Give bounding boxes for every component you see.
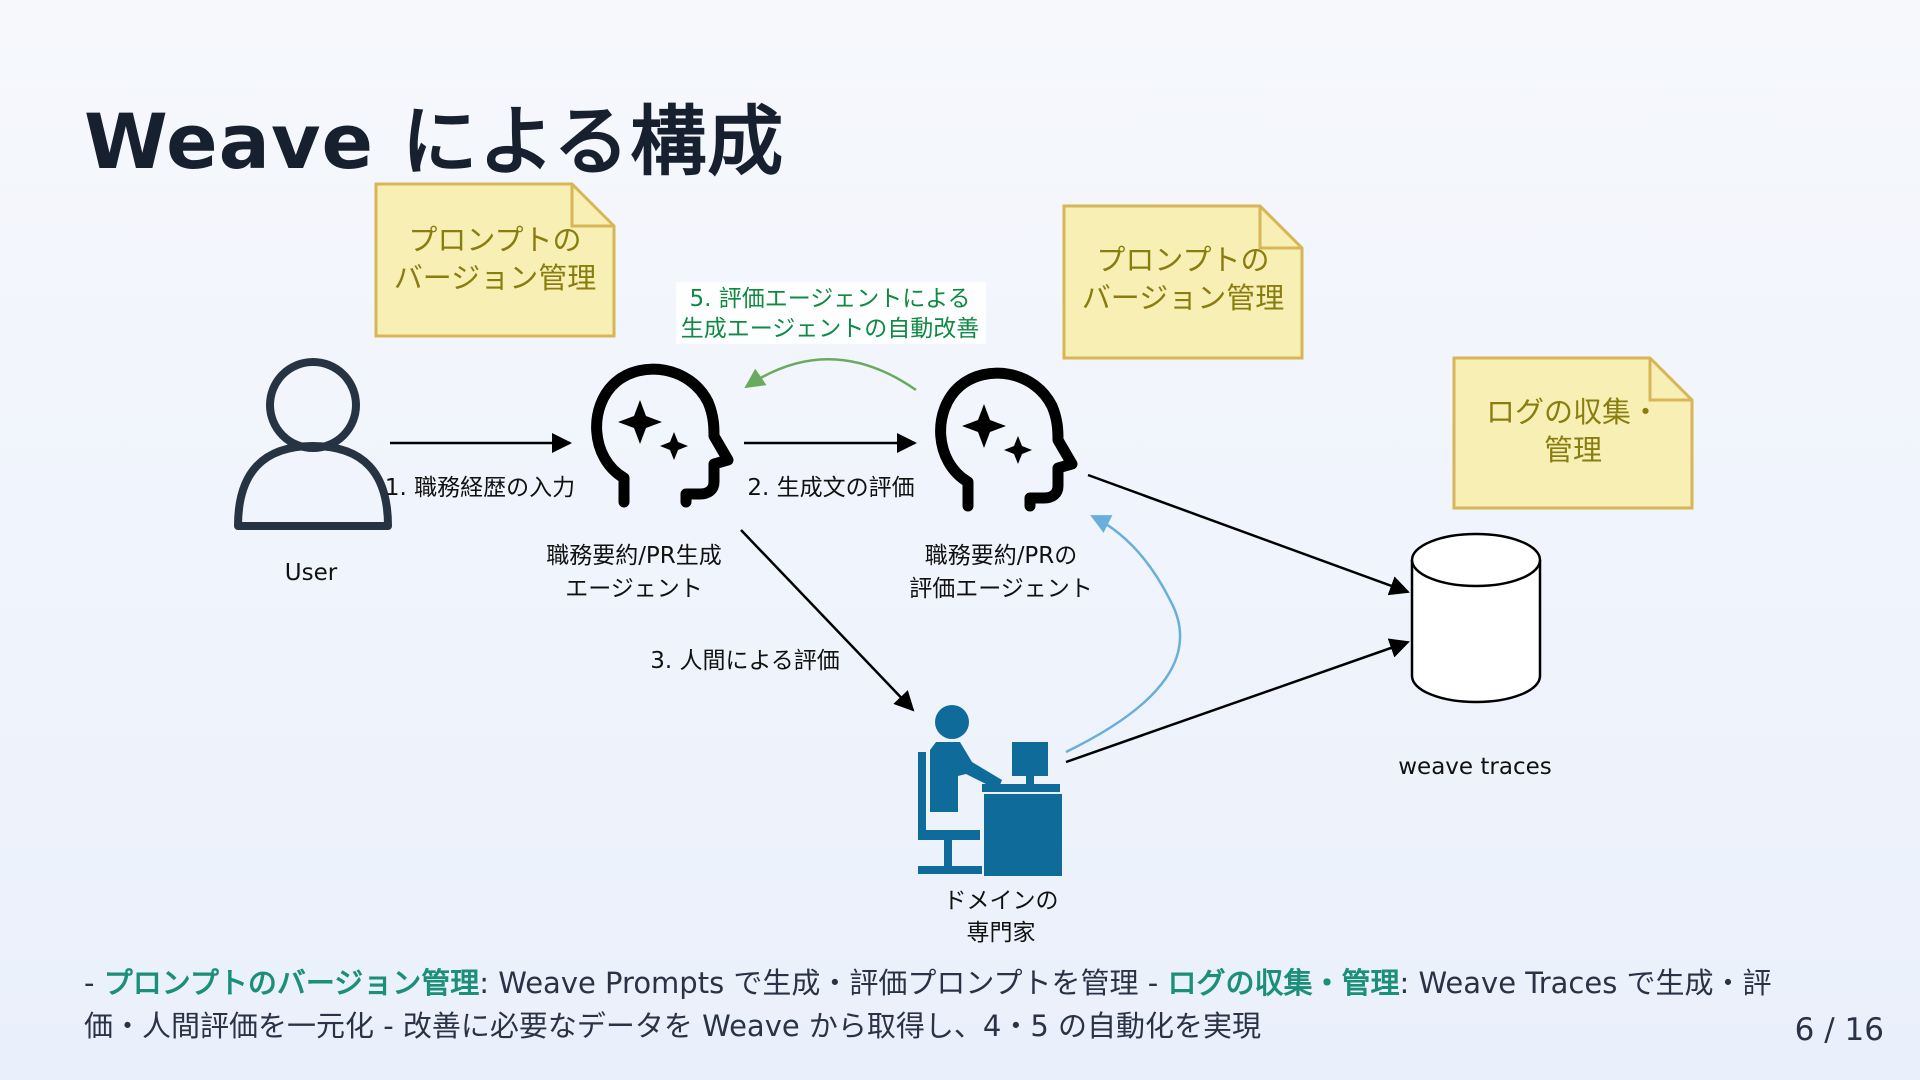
db-label: weave traces (1398, 754, 1551, 780)
edge-input-label: 1. 職務経歴の入力 (385, 475, 575, 501)
gen-agent-label: 職務要約/PR生成 (546, 543, 722, 569)
note-line: プロンプトの (408, 223, 581, 257)
caption-accent: ログの収集・管理 (1167, 966, 1400, 1000)
note-prompt-version-gen: プロンプトの バージョン管理 (374, 182, 616, 338)
edge-human-label: 3. 人間による評価 (650, 648, 840, 674)
note-line: バージョン管理 (394, 261, 596, 295)
caption-text: - (84, 966, 104, 1000)
user-icon (234, 358, 392, 530)
slide-title: Weave による構成 (84, 97, 785, 186)
expert-desk-icon (918, 705, 1062, 876)
note-line: 管理 (1544, 433, 1602, 467)
expert-label: ドメインの (944, 888, 1059, 914)
caption-text: : Weave Traces で生成・評価・人間評価を一元化 - 改善に必要なデ… (84, 966, 1772, 1043)
ai-head-icon (941, 373, 1072, 506)
note-log-collection: ログの収集・ 管理 (1452, 356, 1694, 510)
note-line: ログの収集・ (1486, 395, 1660, 429)
slide-caption: - プロンプトのバージョン管理: Weave Prompts で生成・評価プロン… (84, 962, 1824, 1048)
edge-auto-improve-arrow (744, 358, 917, 392)
eval-agent-label: 職務要約/PRの (925, 543, 1078, 569)
edge-auto-label: 5. 評価エージェントによる (689, 286, 970, 312)
user-label: User (285, 560, 338, 586)
edge-human-arrow (740, 529, 915, 712)
caption-text: : Weave Prompts で生成・評価プロンプトを管理 - (479, 966, 1168, 1000)
edge-eval-to-db-arrow (1087, 473, 1410, 596)
edge-expert-to-db-arrow (1065, 638, 1410, 764)
caption-accent: プロンプトのバージョン管理 (103, 966, 480, 1000)
edge-auto-label: 生成エージェントの自動改善 (681, 316, 980, 342)
note-prompt-version-eval: プロンプトの バージョン管理 (1062, 204, 1304, 360)
eval-agent-label: 評価エージェント (909, 576, 1093, 602)
note-line: プロンプトの (1096, 243, 1269, 277)
page-number: 6 / 16 (1794, 1012, 1884, 1048)
database-icon (1410, 532, 1542, 704)
edge-evaluate-label: 2. 生成文の評価 (747, 475, 914, 501)
gen-agent-label: エージェント (565, 576, 703, 602)
edge-expert-feedback-arrow (1065, 514, 1182, 754)
note-line: バージョン管理 (1082, 281, 1284, 315)
ai-head-icon (597, 369, 728, 502)
expert-label: 専門家 (967, 920, 1036, 946)
